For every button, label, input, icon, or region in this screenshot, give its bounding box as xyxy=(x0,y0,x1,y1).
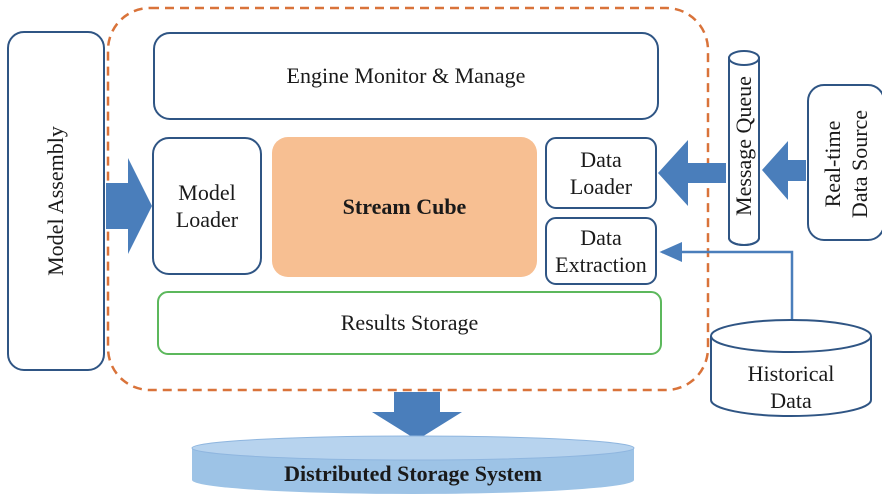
results-storage-box xyxy=(157,291,662,355)
arrow-historical-to-extraction xyxy=(659,242,794,322)
data-extraction-box xyxy=(545,217,657,285)
arrow-source-to-queue xyxy=(762,141,806,200)
realtime-source-box xyxy=(807,84,882,241)
results-storage-label: Results Storage xyxy=(340,310,479,336)
engine-boundary xyxy=(106,6,710,392)
engine-monitor-label: Engine Monitor & Manage xyxy=(286,63,526,89)
distributed-storage-disc xyxy=(191,435,635,494)
realtime-source-label: Real-time Data Source xyxy=(819,109,873,219)
historical-data-label: Historical Data xyxy=(747,360,835,414)
historical-data-cylinder xyxy=(710,319,872,417)
model-assembly-label: Model Assembly xyxy=(43,126,69,276)
model-loader-box xyxy=(152,137,262,275)
model-loader-label: Model Loader xyxy=(175,179,239,233)
data-loader-label: Data Loader xyxy=(569,146,633,200)
stream-cube-box xyxy=(272,137,537,277)
arrow-assembly-to-loader xyxy=(106,158,152,254)
stream-cube-label: Stream Cube xyxy=(342,194,467,220)
message-queue-cylinder xyxy=(728,50,760,246)
model-assembly-box xyxy=(7,31,105,371)
engine-monitor-box xyxy=(153,32,659,120)
distributed-storage-label: Distributed Storage System xyxy=(284,461,542,487)
message-queue-label: Message Queue xyxy=(731,76,757,216)
arrow-queue-to-loader xyxy=(658,140,726,206)
arrow-engine-to-storage xyxy=(372,392,462,440)
data-extraction-label: Data Extraction xyxy=(555,224,647,278)
data-loader-box xyxy=(545,137,657,209)
